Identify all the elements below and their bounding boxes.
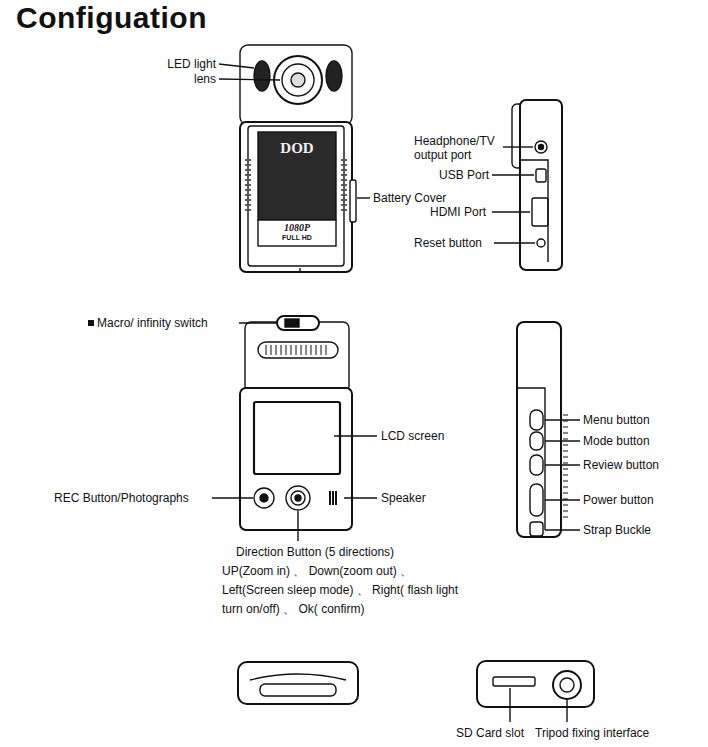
brand-logo: DOD — [280, 141, 313, 155]
side-view-ports — [492, 100, 562, 270]
page-title: Configuation — [16, 0, 207, 36]
part-label: Strap Buckle — [583, 523, 651, 537]
side-view-buttons — [517, 322, 580, 537]
leader-line — [219, 64, 254, 68]
speaker-dots — [245, 159, 347, 211]
port-label: Headphone/TV output port — [414, 134, 502, 162]
port-label: USB Port — [439, 168, 489, 182]
button-label: Menu button — [583, 413, 650, 427]
button-label: REC Button/Photographs — [54, 491, 189, 505]
part-label: Tripod fixing interface — [535, 726, 649, 740]
button-label: Mode button — [583, 434, 650, 448]
switch-label: Macro/ infinity switch — [97, 316, 208, 330]
mode-icon — [88, 320, 94, 326]
resolution-badge: 1080P — [284, 222, 310, 233]
function-note: UP(Zoom in) 、 Down(zoom out) 、 Left(Scre… — [222, 562, 462, 619]
button-label: Direction Button (5 directions) — [236, 545, 394, 559]
port-label: HDMI Port — [430, 205, 486, 219]
part-label: Speaker — [381, 491, 426, 505]
leader-line — [219, 79, 280, 80]
bottom-views — [238, 661, 594, 722]
part-label: lens — [194, 72, 216, 86]
leader-line — [357, 197, 370, 198]
button-label: Review button — [583, 458, 659, 472]
resolution-badge: FULL HD — [282, 234, 312, 242]
part-label: LCD screen — [381, 429, 444, 443]
part-label: LED light — [167, 57, 216, 71]
back-view — [212, 316, 377, 541]
slot-label: SD Card slot — [456, 726, 524, 740]
part-label: Battery Cover — [373, 191, 446, 205]
button-label: Reset button — [414, 236, 482, 250]
button-label: Power button — [583, 493, 654, 507]
